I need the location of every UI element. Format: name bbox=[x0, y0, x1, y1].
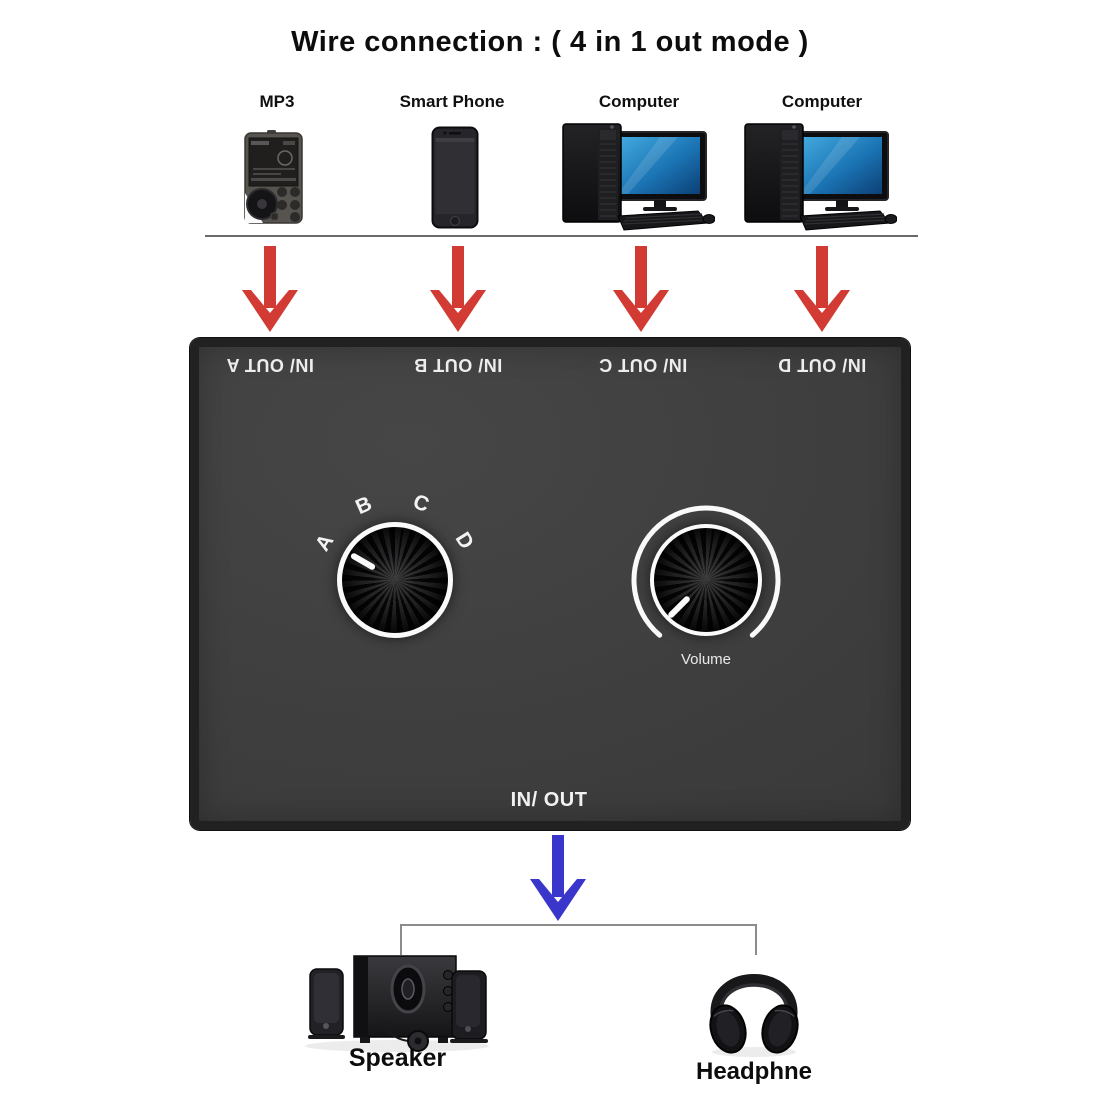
source-label-computer-1: Computer bbox=[598, 92, 680, 111]
input-select-knob bbox=[337, 522, 453, 638]
port-label-d: IN/ OUT D bbox=[777, 355, 867, 375]
speaker-system-icon bbox=[305, 955, 489, 1052]
port-label-a: IN/ OUT A bbox=[226, 355, 314, 375]
smartphone-icon bbox=[431, 126, 479, 229]
output-arrow bbox=[530, 835, 586, 921]
source-label-computer-2: Computer bbox=[781, 92, 863, 111]
source-label-smartphone: Smart Phone bbox=[399, 92, 505, 111]
output-bracket-right bbox=[755, 924, 757, 955]
output-label-headphone: Headphne bbox=[695, 1058, 812, 1085]
output-label-speaker: Speaker bbox=[348, 1044, 447, 1072]
volume-label: Volume bbox=[680, 651, 732, 668]
desktop-computer-icon bbox=[562, 123, 715, 231]
output-bracket bbox=[400, 924, 757, 926]
input-arrow-a bbox=[242, 246, 298, 332]
input-arrow-b bbox=[430, 246, 486, 332]
volume-knob bbox=[650, 524, 762, 636]
source-label-mp3: MP3 bbox=[259, 92, 295, 111]
audio-switch-box bbox=[190, 338, 910, 830]
mp3-player-icon bbox=[244, 130, 303, 224]
headphones-icon bbox=[709, 974, 799, 1057]
volume-knob-arc bbox=[631, 505, 781, 638]
output-port-label: IN/ OUT bbox=[510, 789, 588, 811]
port-label-c: IN/ OUT C bbox=[598, 355, 688, 375]
devices-baseline bbox=[205, 235, 918, 237]
page-title: Wire connection : ( 4 in 1 out mode ) bbox=[291, 26, 809, 58]
port-label-b: IN/ OUT B bbox=[413, 355, 503, 375]
output-bracket-left bbox=[400, 924, 402, 955]
input-arrow-d bbox=[794, 246, 850, 332]
desktop-computer-icon bbox=[744, 123, 897, 231]
input-arrow-c bbox=[613, 246, 669, 332]
